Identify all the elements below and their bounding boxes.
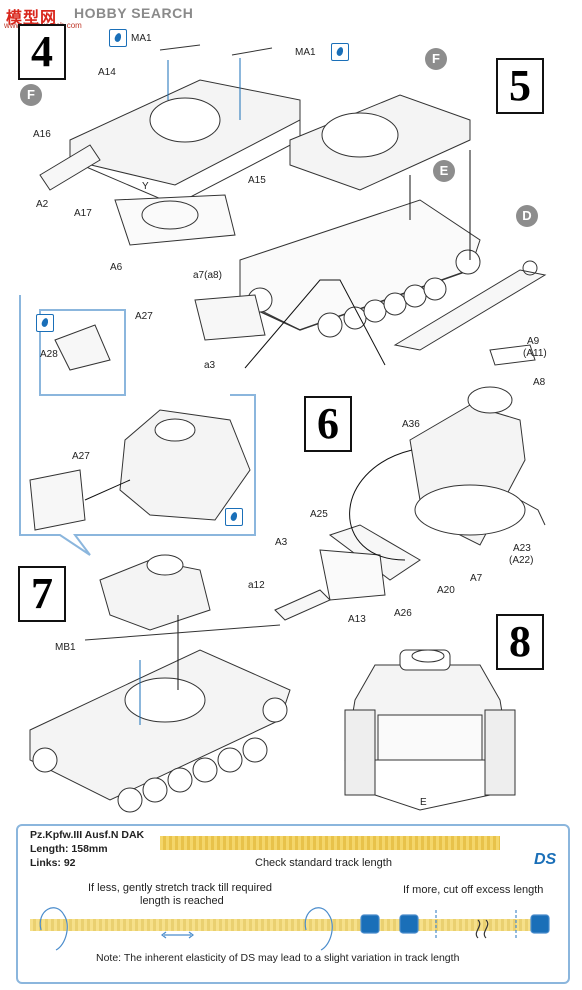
glue-drop-icon: [109, 29, 127, 47]
track-links: Links: 92: [30, 857, 76, 869]
label-a27-inset: A27: [135, 311, 153, 322]
label-a27: A27: [72, 451, 90, 462]
step-5-badge: 5: [496, 58, 544, 114]
label-a16: A16: [33, 129, 51, 140]
step-4-badge: 4: [18, 24, 66, 80]
callout-f-right: F: [425, 48, 447, 70]
label-a36: A36: [402, 419, 420, 430]
stretch-instruction: If less, gently stretch track till requi…: [88, 882, 273, 894]
label-a12: a12: [248, 580, 265, 591]
label-a23: A23: [513, 543, 531, 554]
callout-e: E: [433, 160, 455, 182]
step-6-badge: 6: [304, 396, 352, 452]
label-e-tracks: E: [420, 797, 427, 808]
label-a26: A26: [394, 608, 412, 619]
label-a28: A28: [40, 349, 58, 360]
label-a2: A2: [36, 199, 49, 210]
standard-track-strip: [160, 836, 500, 850]
step-8-badge: 8: [496, 614, 544, 670]
track-info-box: [16, 824, 570, 984]
label-a3: A3: [275, 537, 288, 548]
track-length: Length: 158mm: [30, 843, 108, 855]
ds-logo: DS: [534, 851, 557, 868]
track-model-title: Pz.Kpfw.III Ausf.N DAK: [30, 829, 145, 841]
glue-drop-icon: [36, 314, 54, 332]
label-a3-lower: a3: [204, 360, 216, 371]
label-ma1-left: MA1: [131, 33, 152, 44]
track-hands-illustration: [39, 907, 550, 951]
step-7-badge: 7: [18, 566, 66, 622]
label-a20: A20: [437, 585, 455, 596]
label-a17: A17: [74, 208, 92, 219]
label-a14: A14: [98, 67, 116, 78]
label-a25: A25: [310, 509, 328, 520]
track-check-text: Check standard track length: [255, 857, 392, 869]
elasticity-note: Note: The inherent elasticity of DS may …: [96, 952, 460, 964]
label-mb1: MB1: [55, 642, 76, 653]
label-a6: A6: [110, 262, 123, 273]
callout-d: D: [516, 205, 538, 227]
callout-f-left: F: [20, 84, 42, 106]
label-a9: A9: [527, 336, 540, 347]
cut-instruction: If more, cut off excess length: [403, 884, 544, 896]
label-a8: A8: [533, 377, 546, 388]
label-a7-a8: a7(a8): [193, 270, 222, 281]
glue-drop-icon: [331, 43, 349, 61]
watermark-en: HOBBY SEARCH: [74, 5, 194, 21]
label-ma1-right: MA1: [295, 47, 316, 58]
label-a7: A7: [470, 573, 483, 584]
label-a11: (A11): [523, 348, 547, 359]
label-a13: A13: [348, 614, 366, 625]
label-a15: A15: [248, 175, 266, 186]
label-y: Y: [142, 181, 149, 192]
stretch-instruction-2: length is reached: [140, 895, 224, 907]
watermark-cn: 模型网: [6, 10, 58, 27]
label-a22: (A22): [509, 555, 534, 566]
glue-drop-icon: [225, 508, 243, 526]
